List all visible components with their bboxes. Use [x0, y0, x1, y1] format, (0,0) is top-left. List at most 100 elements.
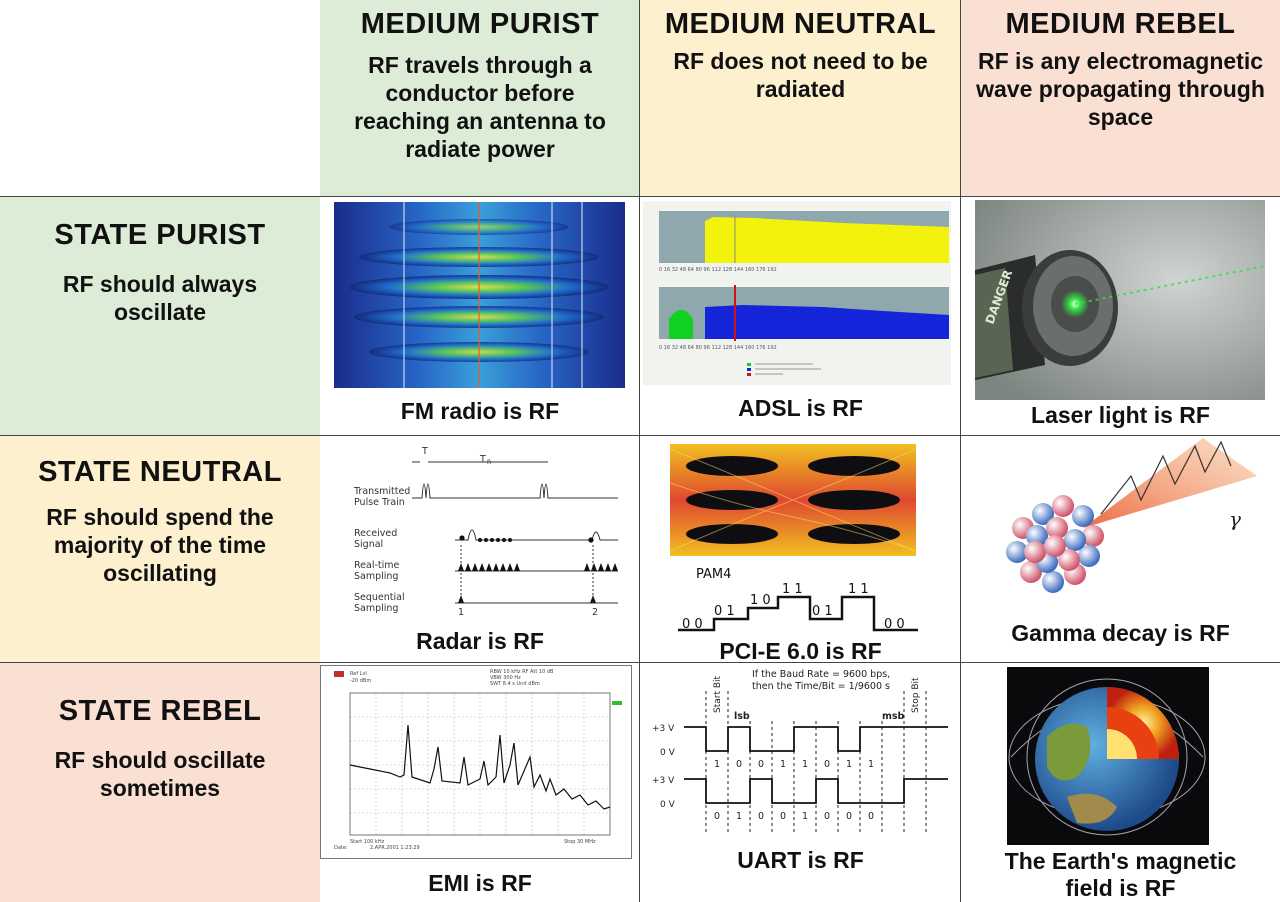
uart-waveform: If the Baud Rate = 9600 bps, then the Ti…	[652, 669, 948, 835]
svg-text:0 16 32 48 64 80 9: 0 16 32 48 64 80 96 112 128 144 160 176 …	[659, 267, 777, 273]
uart-v3b: +3 V	[652, 776, 675, 786]
cell-adsl: 0 16 32 48 64 80 96 112 128 144 160 176 …	[639, 196, 961, 436]
svg-text:Date:: Date:	[334, 845, 348, 851]
adsl-caption: ADSL is RF	[738, 395, 863, 421]
radar-tr-label: T	[479, 454, 486, 465]
uart-bits-b-7: 0	[868, 811, 874, 822]
header-medium-rebel-title: MEDIUM REBEL	[1005, 8, 1236, 40]
cell-uart: If the Baud Rate = 9600 bps, then the Ti…	[639, 662, 961, 902]
row-state-rebel: STATE REBEL RF should oscillate sometime…	[0, 662, 320, 902]
pcie-pam-label: PAM4	[696, 567, 731, 582]
header-medium-rebel-desc: RF is any electromagnetic wave propagati…	[976, 48, 1265, 130]
svg-text:RBW 10 kHz RF Att 10 dB: RBW 10 kHz RF Att 10 dB	[490, 669, 554, 675]
pcie-bits-5: 1 1	[848, 582, 869, 597]
uart-bits-b-6: 0	[846, 811, 852, 822]
radar-sequential: Sequential	[354, 592, 405, 603]
pcie-bits-3: 1 1	[782, 582, 803, 597]
radar-sampling2: Sampling	[354, 603, 398, 614]
svg-text:0 16 32 48 64 80 9: 0 16 32 48 64 80 96 112 128 144 160 176 …	[659, 345, 777, 351]
row-state-neutral-desc: RF should spend the majority of the time…	[46, 504, 274, 586]
row-state-purist-title: STATE PURIST	[54, 219, 266, 251]
adsl-spectrum-image: 0 16 32 48 64 80 96 112 128 144 160 176 …	[643, 201, 951, 385]
gamma-decay-image: γ	[1006, 438, 1257, 593]
uart-bits-a-2: 0	[758, 759, 764, 770]
radar-signal: Signal	[354, 539, 383, 550]
uart-caption: UART is RF	[737, 847, 864, 873]
uart-v0b: 0 V	[660, 800, 676, 810]
svg-text:Ref Lvl: Ref Lvl	[350, 671, 367, 677]
cell-radar: T T R Transmitted Pulse Train Received S…	[320, 435, 640, 663]
svg-text:Start 100 kHz: Start 100 kHz	[350, 839, 385, 845]
pcie-bits-4: 0 1	[812, 604, 833, 619]
header-medium-rebel: MEDIUM REBEL RF is any electromagnetic w…	[960, 0, 1280, 196]
row-state-neutral: STATE NEUTRAL RF should spend the majori…	[0, 435, 320, 663]
radar-received: Received	[354, 528, 397, 539]
header-medium-neutral: MEDIUM NEUTRAL RF does not need to be ra…	[639, 0, 961, 196]
radar-caption: Radar is RF	[416, 628, 544, 654]
laser-pointer-image: DANGER	[975, 200, 1265, 400]
header-medium-neutral-title: MEDIUM NEUTRAL	[664, 8, 937, 40]
uart-bits-b-2: 0	[758, 811, 764, 822]
uart-stop-bit: Stop Bit	[911, 677, 921, 713]
svg-text:-20 dBm: -20 dBm	[350, 678, 371, 684]
header-medium-purist-desc: RF travels through a conductor before re…	[354, 52, 606, 162]
row-state-rebel-title: STATE REBEL	[58, 695, 262, 727]
cell-earth: The Earth's magnetic field is RF	[960, 662, 1280, 902]
cell-laser: DANGER Laser light is RF	[960, 196, 1280, 436]
svg-text:2.APR.2001 1:23:29: 2.APR.2001 1:23:29	[370, 845, 420, 851]
earth-cutaway-image	[1007, 667, 1209, 845]
uart-msb: msb	[882, 711, 905, 722]
header-medium-purist: MEDIUM PURIST RF travels through a condu…	[320, 0, 640, 196]
radar-t-label: T	[421, 446, 428, 457]
emi-caption: EMI is RF	[428, 870, 532, 896]
uart-start-bit: Start Bit	[713, 675, 723, 713]
uart-bits-b-0: 0	[714, 811, 720, 822]
pcie-eye-diagram	[670, 444, 916, 556]
svg-text:VBW 300 Hz: VBW 300 Hz	[490, 675, 521, 681]
uart-bits-a-5: 0	[824, 759, 830, 770]
row-state-rebel-desc: RF should oscillate sometimes	[54, 747, 266, 801]
fm-caption: FM radio is RF	[400, 398, 560, 424]
uart-line1: If the Baud Rate = 9600 bps,	[752, 669, 890, 680]
uart-bits-a-6: 1	[846, 759, 852, 770]
pcie-bits-0: 0 0	[682, 617, 703, 632]
uart-bits-a-7: 1	[868, 759, 874, 770]
radar-n1: 1	[458, 607, 464, 618]
radar-transmitted: Transmitted	[353, 486, 410, 497]
emi-spectrum-analyzer: Ref Lvl-20 dBm RBW 10 kHz RF Att 10 dBVB…	[320, 665, 632, 859]
cell-fm-radio: FM radio is RF	[320, 196, 640, 436]
uart-bits-a-1: 0	[736, 759, 742, 770]
radar-realtime: Real-time	[354, 560, 400, 571]
uart-bits-b-5: 0	[824, 811, 830, 822]
earth-caption: The Earth's magnetic field is RF	[1004, 848, 1237, 901]
header-medium-neutral-desc: RF does not need to be radiated	[673, 48, 928, 102]
gamma-caption: Gamma decay is RF	[1011, 620, 1230, 646]
pcie-bits-2: 1 0	[750, 593, 771, 608]
gamma-symbol: γ	[1229, 507, 1241, 531]
radar-pulse-train: Pulse Train	[354, 497, 405, 508]
svg-text:Stop 30 MHz: Stop 30 MHz	[564, 839, 596, 845]
cell-pcie: PAM4 0 0 0 1 1 0 1 1 0 1 1 1 0 0 PCI-E 6…	[639, 435, 961, 663]
svg-text:SWT 8.4 s Unit dBm: SWT 8.4 s Unit dBm	[490, 681, 540, 687]
header-medium-purist-title: MEDIUM PURIST	[360, 8, 600, 40]
uart-v3a: +3 V	[652, 724, 675, 734]
radar-n2: 2	[592, 607, 598, 618]
uart-v0a: 0 V	[660, 748, 676, 758]
radar-timing-diagram: T T R Transmitted Pulse Train Received S…	[353, 446, 618, 618]
pcie-bits-1: 0 1	[714, 604, 735, 619]
pcie-bits-6: 0 0	[884, 617, 905, 632]
pcie-caption: PCI-E 6.0 is RF	[719, 638, 882, 663]
uart-line2: then the Time/Bit = 1/9600 s	[752, 681, 890, 692]
cell-gamma: γ Gamma decay is RF	[960, 435, 1280, 663]
uart-bits-a-0: 1	[714, 759, 720, 770]
uart-bits-a-3: 1	[780, 759, 786, 770]
uart-bits-a-4: 1	[802, 759, 808, 770]
uart-bits-b-3: 0	[780, 811, 786, 822]
radar-sampling: Sampling	[354, 571, 398, 582]
laser-caption: Laser light is RF	[1031, 402, 1210, 428]
uart-bits-b-4: 1	[802, 811, 808, 822]
uart-bits-b-1: 1	[736, 811, 742, 822]
pcie-pam4-waveform: PAM4 0 0 0 1 1 0 1 1 0 1 1 1 0 0	[678, 567, 918, 632]
